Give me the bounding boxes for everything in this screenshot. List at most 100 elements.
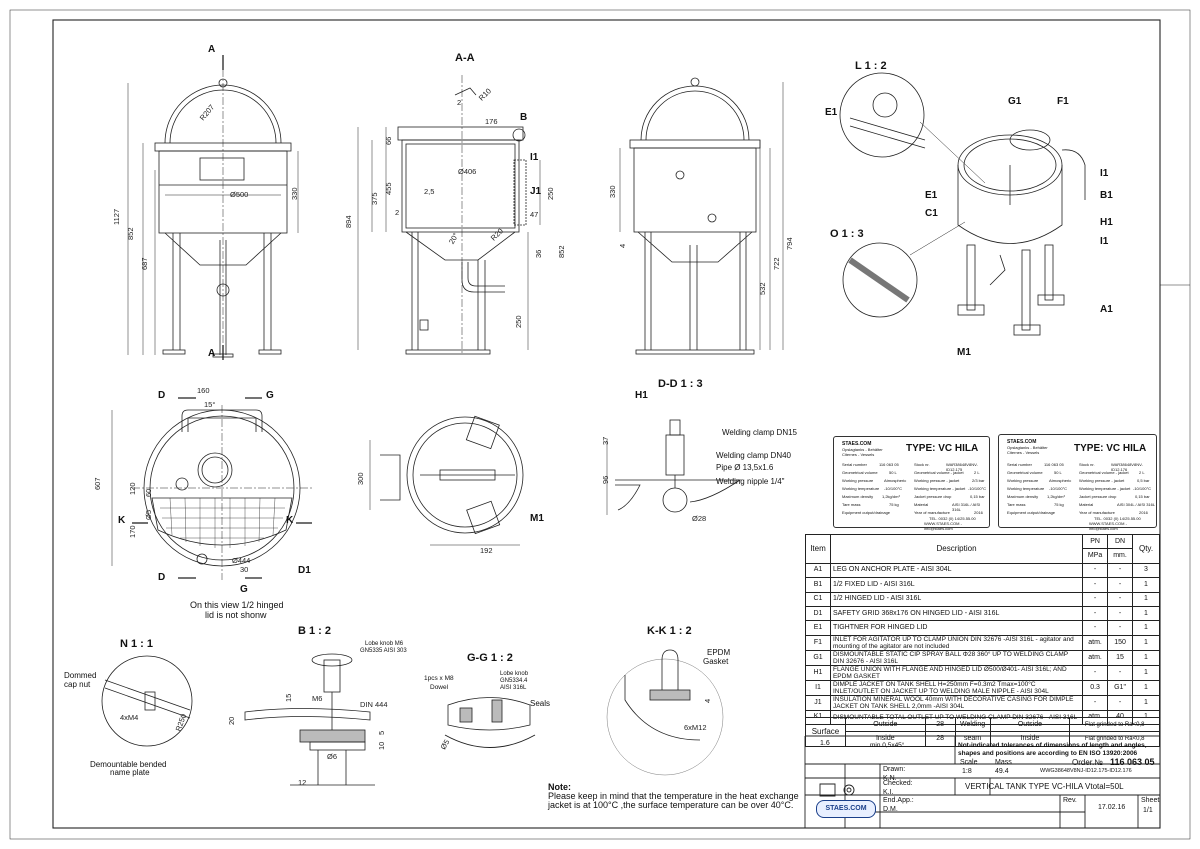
section-mark-k-left: K: [118, 515, 126, 526]
bom-cell-item: B1: [805, 577, 831, 593]
dim-aa-375: 375: [370, 192, 379, 205]
np2-rv6: 2016: [1139, 510, 1148, 515]
dim-b-15: 15: [284, 693, 293, 702]
checked-label: Checked:: [883, 780, 913, 787]
np1-lv3: -10/100°C: [884, 486, 903, 491]
np1-footer: TEL. 0032 (0) 14/25.55.00: [929, 516, 976, 521]
dd-label-clamp15: Welding clamp DN15: [722, 428, 797, 437]
dim-n-4xm4: 4xM4: [120, 713, 139, 722]
dim-side-722: 722: [772, 257, 781, 270]
bom-cell-pn: -: [1082, 620, 1109, 636]
iso-callout-i1-top: I1: [1100, 168, 1109, 179]
isometric-view: [839, 72, 1086, 336]
dim-top-15: 15°: [204, 400, 216, 409]
np2-r1: Geometrical volume - jacket: [1079, 470, 1129, 475]
surface-w-outside: Outside: [989, 716, 1071, 733]
bom-cell-dn: G1": [1107, 679, 1134, 696]
np2-l4: Maximum density: [1007, 494, 1039, 499]
np2-type: TYPE: VC HILA: [1074, 443, 1147, 454]
np1-rv4: 0,15 bar: [970, 494, 985, 499]
outer-border: [9, 9, 1191, 840]
surface-welding: Welding: [954, 716, 991, 733]
dim-aa-176: 176: [485, 117, 498, 126]
section-mark-a-top: A: [208, 44, 216, 55]
bom-cell-pn: -: [1082, 664, 1109, 681]
dim-front-687: 687: [140, 257, 149, 270]
bom-cell-qty: 1: [1132, 649, 1160, 666]
np2-r5: Material: [1079, 502, 1094, 507]
np2-company: STAES.COM: [1007, 439, 1037, 445]
iso-callout-m1: M1: [957, 347, 971, 358]
detail-l-title: L 1 : 2: [855, 60, 887, 72]
top-view: [111, 405, 312, 580]
g-label-screw-1: 1pcs x M8: [424, 675, 454, 682]
np2-footer: TEL. 0032 (0) 14/25.55.00: [1094, 516, 1141, 521]
bom-cell-dn: -: [1107, 664, 1134, 681]
bom-header-description: Description: [829, 534, 1084, 564]
top-view-note-1: On this view 1/2 hinged: [190, 600, 284, 610]
np1-lv5: 75 kg: [889, 502, 899, 507]
np2-lv2: Atmospheric: [1049, 478, 1072, 483]
dim-top-30: 30: [240, 565, 249, 574]
sheet-label: Sheet: [1141, 797, 1160, 804]
dd-label-nipple: Welding nipple 1/4": [716, 477, 785, 486]
np2-l2: Working pressure: [1007, 478, 1039, 483]
np1-r5: Material: [914, 502, 929, 507]
rev-label: Rev.: [1063, 797, 1077, 804]
section-dd-title: D-D 1 : 3: [658, 378, 703, 390]
np2-l6: Equipment output/drainage: [1007, 510, 1056, 515]
dim-front-852: 852: [126, 227, 135, 240]
np1-rv2: 2/3 bar: [972, 478, 985, 483]
surface-label: Surface: [805, 717, 846, 747]
dim-kk-6xm12: 6xM12: [684, 723, 707, 732]
dim-aa-250a: 250: [546, 187, 555, 200]
staes-logo: STAES.COM: [816, 800, 876, 818]
dim-top-607: 607: [93, 477, 102, 490]
g-label-screw-2: Dowel: [430, 684, 449, 691]
dim-side-794: 794: [785, 237, 794, 250]
bom-cell-pn: 0.3: [1082, 679, 1109, 696]
dim-aa-894: 894: [344, 215, 353, 228]
scale-value: 1:8: [962, 768, 972, 775]
surface-f2: Flat grinded to Ra<0,8: [1069, 731, 1160, 747]
side-view: [619, 77, 784, 355]
b-label-knob-2: GN5335 AISI 303: [360, 648, 407, 654]
dim-b-5: 5: [377, 730, 386, 735]
order-number: 116 063 05: [1110, 757, 1155, 767]
np1-lv4: 1,2kg/dm³: [882, 494, 900, 499]
bom-cell-qty: 1: [1132, 679, 1160, 696]
dim-kk-4: 4: [703, 698, 712, 703]
np2-r0: Stock nr.: [1079, 462, 1095, 467]
bom-cell-item: C1: [805, 591, 831, 607]
bom-cell-pn: -: [1082, 694, 1109, 711]
section-mark-d-bottom: D: [158, 572, 166, 583]
dim-aa-66: 66: [384, 136, 393, 145]
np1-l4: Maximum density: [842, 494, 874, 499]
np1-footer2: WWW.STAES.COM - info@staes.com: [924, 521, 962, 531]
dim-b-6: Ø6: [327, 752, 338, 761]
section-mark-a-bottom: A: [208, 348, 216, 359]
np1-sub2: Citernes - Vessels: [842, 452, 875, 457]
dim-side-532: 532: [758, 282, 767, 295]
chamfer-note: min.0,5x45°: [870, 742, 905, 749]
g-label-knob-3: AISI 316L: [500, 685, 527, 691]
n-label-dommed-2: cap nut: [64, 680, 91, 689]
np1-r0: Stock nr.: [914, 462, 930, 467]
dim-aa-36: 36: [534, 249, 543, 258]
bom-cell-description: FLANGE UNION WITH FLANGE AND HINGED LID …: [829, 664, 1084, 681]
bom-header-dn-unit: mm.: [1107, 548, 1134, 564]
dim-top-444: Ø444: [232, 556, 251, 565]
note-title: Note:: [548, 782, 571, 792]
bom-cell-pn: -: [1082, 562, 1109, 579]
bom-cell-qty: 1: [1132, 577, 1160, 593]
np1-l3: Working temperature: [842, 486, 880, 491]
np1-lv2: Atmospheric: [884, 478, 907, 483]
np2-rv0: WAR38648V8NV-ID12.176: [1111, 462, 1143, 472]
bom-cell-dn: 15: [1107, 649, 1134, 666]
bom-cell-qty: 1: [1132, 620, 1160, 636]
iso-callout-e1-detail: E1: [825, 107, 838, 118]
roughness-value: 1.6: [820, 740, 830, 747]
